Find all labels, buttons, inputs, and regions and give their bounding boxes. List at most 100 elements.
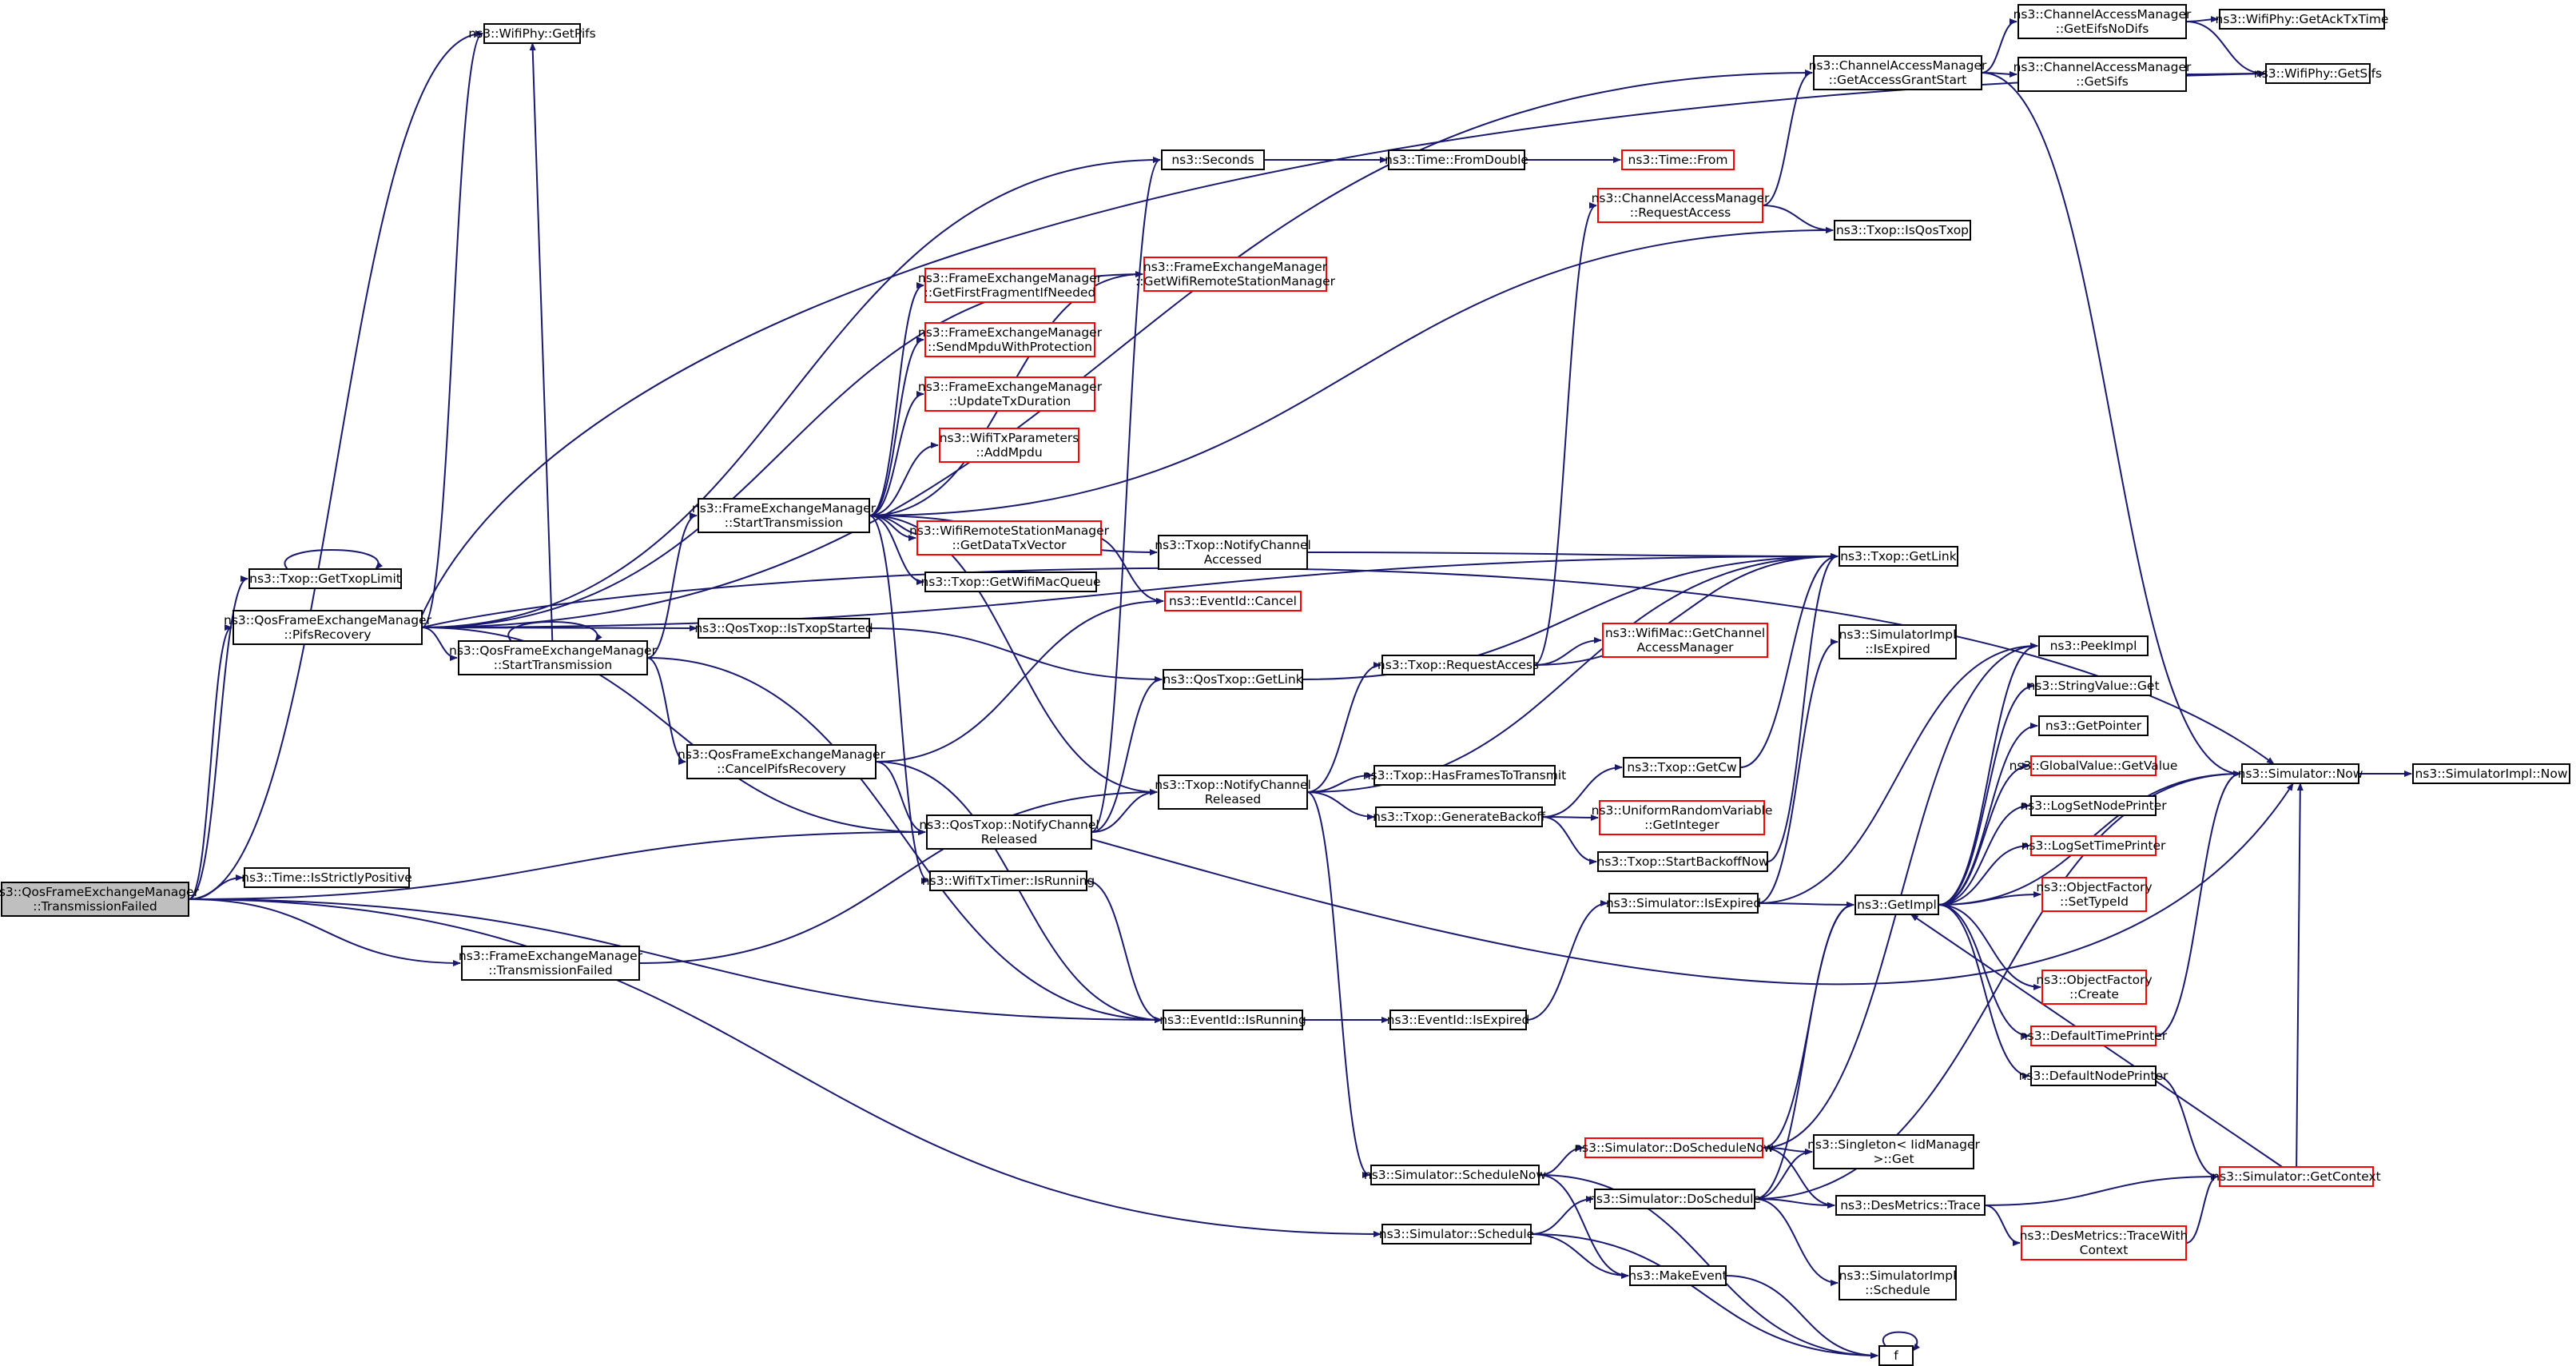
node-label-line: ns3::Txop::GetCw <box>1627 760 1737 775</box>
node-box <box>1878 1345 1914 1366</box>
node-hasFramesToTransmit[interactable]: ns3::Txop::HasFramesToTransmit <box>1363 765 1567 786</box>
node-getWifiMacQueue[interactable]: ns3::Txop::GetWifiMacQueue <box>920 571 1101 592</box>
node-generateBackoff[interactable]: ns3::Txop::GenerateBackoff <box>1373 806 1545 827</box>
node-pifsRecovery[interactable]: ns3::QosFrameExchangeManager::PifsRecove… <box>224 610 432 645</box>
node-box <box>2412 763 2570 784</box>
node-txopRequestAccess[interactable]: ns3::Txop::RequestAccess <box>1377 655 1539 675</box>
node-globalValueGet[interactable]: ns3::GlobalValue::GetValue <box>2010 755 2178 776</box>
node-isRunningTimer[interactable]: ns3::WifiTxTimer::IsRunning <box>922 870 1095 891</box>
call-edge-femStartTransmission-to-addMpdu <box>869 442 939 516</box>
node-requestAccessCam[interactable]: ns3::ChannelAccessManager::RequestAccess <box>1592 188 1770 223</box>
node-qosGetLink[interactable]: ns3::QosTxop::GetLink <box>1163 669 1303 690</box>
node-peekImpl[interactable]: ns3::PeekImpl <box>2038 635 2149 656</box>
node-eventIsRunning[interactable]: ns3::EventId::IsRunning <box>1159 1010 1306 1030</box>
node-implSchedule[interactable]: ns3::SimulatorImpl::Schedule <box>1839 1265 1957 1300</box>
call-edge-generateBackoff-to-getCw <box>1541 764 1623 818</box>
node-label-line: ::SendMpduWithProtection <box>928 340 1092 354</box>
node-getImpl[interactable]: ns3::GetImpl <box>1854 894 1939 915</box>
call-edges <box>188 16 2412 1359</box>
call-edge-generateBackoff-to-startBackoffNow <box>1541 816 1597 865</box>
node-eventIsExpired[interactable]: ns3::EventId::IsExpired <box>1387 1010 1530 1030</box>
node-defaultTimePrinter[interactable]: ns3::DefaultTimePrinter <box>2020 1025 2168 1046</box>
call-graph-nodes: ns3::QosFrameExchangeManager::Transmissi… <box>0 4 2570 1366</box>
node-box <box>924 322 1095 357</box>
node-seconds[interactable]: ns3::Seconds <box>1161 149 1265 170</box>
node-implIsExpired[interactable]: ns3::SimulatorImpl::IsExpired <box>1839 624 1957 659</box>
node-label-line: ns3::Time::IsStrictlyPositive <box>241 870 412 885</box>
node-getAckTxTime[interactable]: ns3::WifiPhy::GetAckTxTime <box>2216 9 2389 30</box>
node-root[interactable]: ns3::QosFrameExchangeManager::Transmissi… <box>0 882 200 917</box>
node-getFirstFragment[interactable]: ns3::FrameExchangeManager::GetFirstFragm… <box>918 268 1103 303</box>
node-ofCreate[interactable]: ns3::ObjectFactory::Create <box>2036 970 2153 1005</box>
node-getPointer[interactable]: ns3::GetPointer <box>2038 715 2149 736</box>
node-label-line: ns3::Txop::StartBackoffNow <box>1597 854 1769 869</box>
node-label-line: ns3::DefaultTimePrinter <box>2020 1029 2168 1043</box>
node-femStartTransmission[interactable]: ns3::FrameExchangeManager::StartTransmis… <box>692 498 877 533</box>
node-scheduleNow[interactable]: ns3::Simulator::ScheduleNow <box>1364 1165 1546 1185</box>
node-label-line: ns3::QosTxop::GetLink <box>1163 672 1302 687</box>
node-label-line: ns3::ObjectFactory <box>2036 880 2152 894</box>
node-getInteger[interactable]: ns3::UniformRandomVariable::GetInteger <box>1592 800 1773 835</box>
node-box <box>2219 9 2385 30</box>
node-addMpdu[interactable]: ns3::WifiTxParameters::AddMpdu <box>939 428 1079 463</box>
call-edge-doScheduleNow-to-desTrace <box>1762 1147 1835 1209</box>
call-edge-pifsRecovery-to-getAccessGrantStart <box>421 70 1813 628</box>
call-edge-eventIsExpired-to-simIsExpired <box>1525 900 1608 1021</box>
node-fromDouble[interactable]: ns3::Time::FromDouble <box>1385 149 1529 170</box>
node-doSchedule[interactable]: ns3::Simulator::DoSchedule <box>1588 1189 1761 1209</box>
node-simSchedule[interactable]: ns3::Simulator::Schedule <box>1379 1224 1534 1245</box>
node-getDataTxVector[interactable]: ns3::WifiRemoteStationManager::GetDataTx… <box>909 520 1110 556</box>
node-f[interactable]: f <box>1878 1345 1914 1366</box>
call-edge-doSchedule-to-getImpl <box>1754 902 1854 1200</box>
node-phyGetSifs[interactable]: ns3::WifiPhy::GetSifs <box>2254 63 2382 84</box>
node-getAccessGrantStart[interactable]: ns3::ChannelAccessManager::GetAccessGran… <box>1809 55 1987 90</box>
node-isTxopStarted[interactable]: ns3::QosTxop::IsTxopStarted <box>694 618 873 639</box>
node-updateTxDuration[interactable]: ns3::FrameExchangeManager::UpdateTxDurat… <box>918 376 1103 412</box>
node-label-line: ns3::StringValue::Get <box>2027 679 2159 693</box>
call-edge-desTrace-to-getContext <box>1984 1173 2219 1206</box>
node-isStrictlyPositive[interactable]: ns3::Time::IsStrictlyPositive <box>241 867 412 888</box>
call-edge-pifsRecovery-to-qosStartTransmission <box>421 627 458 661</box>
node-timeFrom[interactable]: ns3::Time::From <box>1621 149 1735 170</box>
node-stringValueGet[interactable]: ns3::StringValue::Get <box>2027 675 2160 696</box>
node-femTransmissionFailed[interactable]: ns3::FrameExchangeManager::TransmissionF… <box>459 946 643 981</box>
node-defaultNodePrinter[interactable]: ns3::DefaultNodePrinter <box>2019 1065 2169 1086</box>
node-getPifs[interactable]: ns3::WifiPhy::GetPifs <box>468 23 596 44</box>
node-qosStartTransmission[interactable]: ns3::QosFrameExchangeManager::StartTrans… <box>449 640 658 675</box>
node-box <box>1158 535 1308 570</box>
node-box <box>1839 1265 1957 1300</box>
node-txopGetLink[interactable]: ns3::Txop::GetLink <box>1839 546 1958 567</box>
node-implNow[interactable]: ns3::SimulatorImpl::Now <box>2412 763 2570 784</box>
node-getWifiRemote[interactable]: ns3::FrameExchangeManager::GetWifiRemote… <box>1135 257 1336 292</box>
node-singletonGet[interactable]: ns3::Singleton< IidManager >::Get <box>1807 1134 1981 1169</box>
node-getTxopLimit[interactable]: ns3::Txop::GetTxopLimit <box>248 568 402 589</box>
node-cancelPifsRecovery[interactable]: ns3::QosFrameExchangeManager::CancelPifs… <box>678 744 886 779</box>
node-sendMpdu[interactable]: ns3::FrameExchangeManager::SendMpduWithP… <box>918 322 1103 357</box>
node-makeEvent[interactable]: ns3::MakeEvent <box>1628 1265 1727 1286</box>
call-edge-scheduleNow-to-doScheduleNow <box>1538 1145 1584 1176</box>
node-box <box>248 568 402 589</box>
node-label-line: ns3::GlobalValue::GetValue <box>2010 759 2178 773</box>
node-logSetNodePrinter[interactable]: ns3::LogSetNodePrinter <box>2020 795 2167 816</box>
node-simIsExpired[interactable]: ns3::Simulator::IsExpired <box>1606 893 1761 914</box>
node-setTypeId[interactable]: ns3::ObjectFactory::SetTypeId <box>2036 877 2153 912</box>
node-isQosTxop[interactable]: ns3::Txop::IsQosTxop <box>1834 220 1971 241</box>
node-label-line: ns3::Simulator::Now <box>2238 767 2363 781</box>
node-getEifsNoDifs[interactable]: ns3::ChannelAccessManager::GetEifsNoDifs <box>2013 4 2192 39</box>
node-doScheduleNow[interactable]: ns3::Simulator::DoScheduleNow <box>1574 1137 1774 1158</box>
node-startBackoffNow[interactable]: ns3::Txop::StartBackoffNow <box>1597 851 1769 872</box>
node-logSetTimePrinter[interactable]: ns3::LogSetTimePrinter <box>2021 835 2166 856</box>
node-desTrace[interactable]: ns3::DesMetrics::Trace <box>1835 1195 1986 1216</box>
node-simNow[interactable]: ns3::Simulator::Now <box>2238 763 2363 784</box>
node-getContext[interactable]: ns3::Simulator::GetContext <box>2212 1166 2381 1187</box>
node-box <box>461 946 640 981</box>
node-eventCancel[interactable]: ns3::EventId::Cancel <box>1164 591 1302 611</box>
node-camGetSifs[interactable]: ns3::ChannelAccessManager::GetSifs <box>2013 57 2192 92</box>
node-box <box>924 376 1095 412</box>
node-getCw[interactable]: ns3::Txop::GetCw <box>1623 757 1741 778</box>
